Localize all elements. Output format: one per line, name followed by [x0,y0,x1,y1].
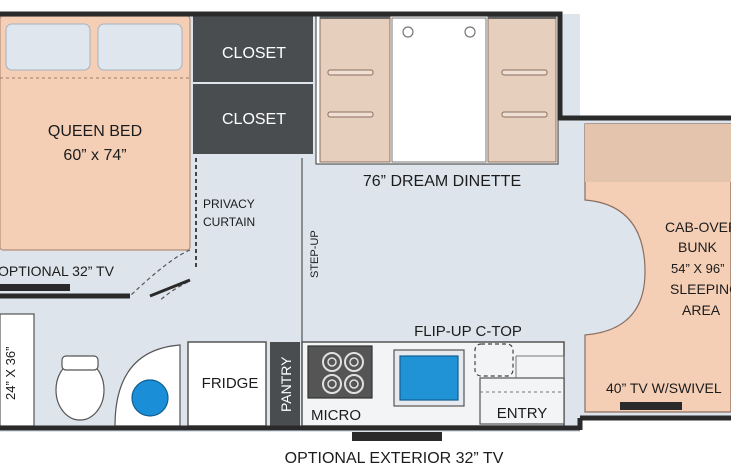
shower-label: 24” X 36” [3,347,18,400]
cab-over-label-line1: CAB-OVER [665,219,731,235]
kitchen-sink [393,349,465,407]
bath-sink [114,344,181,427]
seatbelt-3 [501,69,548,76]
tv-swivel-label: 40” TV W/SWIVEL [606,380,722,396]
pillow-right [97,23,183,71]
pillow-left [5,23,91,71]
dinette-seat-left [319,15,391,163]
entry-steps[interactable] [479,355,565,425]
burner-icon [322,374,342,394]
closet-top-label: CLOSET [222,45,286,62]
queen-bed: QUEEN BED 60” x 74” [0,15,191,251]
dinette-table [391,17,487,163]
burner-icon [322,352,342,372]
bath-door [149,278,191,298]
cab-over-bunk [584,123,731,413]
optional-exterior-tv-label: OPTIONAL EXTERIOR 32” TV [285,450,504,467]
burner-icon [344,352,364,372]
closet-top[interactable] [193,16,313,82]
bedroom-door-swing [129,249,191,297]
flip-up-label: FLIP-UP C-TOP [414,323,522,340]
table-peg-right [464,26,476,38]
seatbelt-2 [327,111,374,118]
pantry-label: PANTRY [278,356,294,412]
shower [0,313,35,427]
dinette-label: 76” DREAM DINETTE [363,173,521,190]
cab-over-label-line5: AREA [682,302,721,318]
micro-label: MICRO [311,407,361,424]
table-peg-left [402,26,414,38]
dream-dinette [315,13,559,165]
seatbelt-4 [501,111,548,118]
seatbelt-1 [327,69,374,76]
cab-over-label-line2: BUNK [678,239,718,255]
optional-tv-label: OPTIONAL 32” TV [0,263,115,279]
fridge [187,341,267,427]
stove [307,345,373,399]
cab-over-label-line3: 54” X 96” [671,261,724,276]
queen-bed-label: QUEEN BED [48,123,142,140]
privacy-label-line1: PRIVACY [203,197,255,211]
pantry [270,342,300,426]
dinette-seat-right [487,15,557,163]
bath-door-swing [129,281,189,341]
queen-bed-size-label: 60” x 74” [63,147,126,164]
closet-bottom-label: CLOSET [222,111,286,128]
entry-label: ENTRY [497,405,548,422]
cab-over-label-line4: SLEEPING [670,281,731,297]
tv-40-icon [620,402,682,410]
step-up-label: STEP-UP [309,230,321,278]
flip-up-countertop[interactable] [474,343,514,377]
exterior-wall [0,11,731,121]
toilet-icon [55,355,105,421]
burner-icon [344,374,364,394]
fridge-label: FRIDGE [202,375,259,392]
optional-tv-icon [0,284,70,291]
exterior-tv-icon [352,432,442,441]
privacy-label-line2: CURTAIN [203,215,255,229]
closet-bottom[interactable] [193,84,313,154]
sink-basin-icon [399,355,459,401]
bath-sink-basin-icon [131,379,169,417]
